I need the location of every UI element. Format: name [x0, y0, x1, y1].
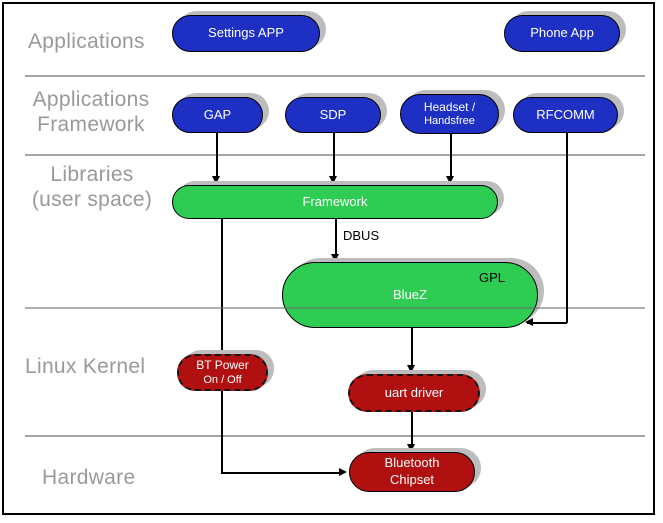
layer-label-applications: Applications [28, 30, 145, 53]
connector-rfcomm-to-bluez [527, 322, 567, 324]
layer-divider [25, 154, 645, 156]
node-bluez: GPL BlueZ [282, 262, 538, 328]
arrowhead-down-icon [331, 254, 339, 262]
node-settings-app: Settings APP [172, 15, 320, 52]
node-framework: Framework [172, 185, 498, 219]
node-sublabel: Handsfree [424, 115, 475, 128]
node-label: SDP [319, 106, 347, 122]
connector-uart-to-chipset [411, 412, 413, 445]
layer-divider [25, 307, 645, 309]
arrowhead-down-icon [407, 444, 415, 452]
gpl-badge: GPL [478, 270, 505, 285]
arrowhead-down-icon [407, 365, 415, 373]
node-label: Settings APP [208, 25, 284, 41]
connector-framework-to-chipset [221, 472, 341, 474]
node-rfcomm: RFCOMM [513, 97, 618, 133]
node-label: Headset / [423, 99, 476, 114]
node-label: GAP [203, 106, 232, 122]
arrowhead-down-icon [329, 176, 337, 184]
node-uart-driver: uart driver [348, 374, 480, 412]
node-label: RFCOMM [536, 106, 595, 122]
node-label: uart driver [384, 384, 444, 400]
node-phone-app: Phone App [504, 15, 620, 52]
layer-divider [25, 435, 645, 437]
dbus-edge-label: DBUS [343, 228, 380, 243]
node-label: BlueZ [393, 286, 427, 302]
arrowhead-down-icon [446, 176, 454, 184]
connector-rfcomm-to-bluez [566, 133, 568, 323]
layer-label-applications-framework: Applications Framework [32, 88, 150, 136]
layer-label-hardware: Hardware [42, 466, 136, 489]
connector-gap-to-framework [216, 133, 218, 178]
arrowhead-left-icon [525, 318, 533, 326]
node-label: BT Power [196, 358, 249, 373]
connector-bluez-to-uart [411, 328, 413, 366]
connector-sdp-to-framework [333, 133, 335, 178]
connector-framework-to-bluez [335, 219, 337, 256]
node-sdp: SDP [285, 97, 381, 133]
connector-framework-to-chipset [221, 219, 223, 473]
node-gap: GAP [172, 97, 263, 133]
layer-label-linux-kernel: Linux Kernel [25, 355, 146, 378]
arrowhead-right-icon [339, 468, 347, 476]
layer-label-libraries-user-space: Libraries (user space) [31, 163, 153, 211]
node-headset-handsfree: Headset / Handsfree [400, 94, 499, 134]
node-label: Phone App [530, 25, 594, 41]
arrowhead-down-icon [212, 176, 220, 184]
node-sublabel: On / Off [203, 373, 242, 386]
diagram-border [2, 2, 655, 515]
node-bluetooth-chipset: Bluetooth Chipset [349, 452, 475, 492]
layer-divider [25, 75, 645, 77]
node-label: Bluetooth Chipset [384, 455, 440, 487]
connector-headset-to-framework [450, 134, 452, 178]
node-bt-power-on-off: BT Power On / Off [177, 354, 268, 391]
node-label: Framework [302, 193, 368, 209]
